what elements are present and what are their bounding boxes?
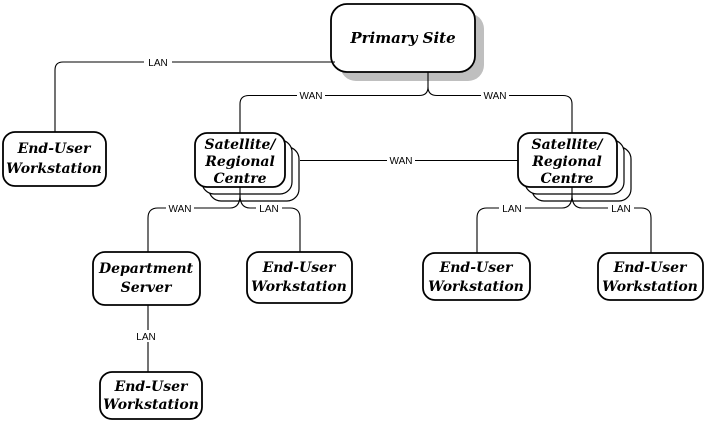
node-workstation-bottom: End-User Workstation	[99, 371, 203, 420]
primary-site-box	[330, 3, 476, 73]
label-bg	[256, 202, 282, 214]
department-server-label-line1: Department	[98, 261, 194, 277]
workstation-mid-left-label-line1: End-User	[262, 260, 337, 276]
link-labels: LAN WAN WAN WAN WAN LAN LAN LAN LAN	[133, 56, 634, 343]
label-bg	[499, 202, 525, 214]
satellite-right-label-line3: Centre	[541, 171, 594, 187]
node-workstation-far-right: End-User Workstation	[597, 252, 704, 301]
workstation-far-right-label-line2: Workstation	[602, 279, 698, 295]
workstation-bottom-label-line2: Workstation	[103, 397, 199, 413]
workstation-mid-right-label-line2: Workstation	[428, 279, 524, 295]
link-label-wan-primary-left: WAN	[300, 91, 323, 102]
label-bg	[297, 90, 325, 102]
node-workstation-top-left: End-User Workstation	[2, 131, 107, 187]
node-primary-site: Primary Site	[330, 3, 484, 81]
link-primary-to-satellite-right	[427, 86, 573, 133]
satellite-right-label-line1: Satellite/	[532, 137, 605, 153]
satellite-right-label-line2: Regional	[531, 154, 602, 170]
link-satellite-right-to-workstation-far-right	[571, 194, 652, 253]
link-primary-to-workstation-top-left	[54, 61, 335, 132]
node-workstation-mid-right: End-User Workstation	[422, 252, 531, 301]
department-server-label-line2: Server	[121, 280, 173, 296]
link-label-wan-mid: WAN	[390, 156, 413, 167]
workstation-bottom-label-line1: End-User	[114, 379, 189, 395]
label-bg	[166, 202, 194, 214]
node-satellite-right: Satellite/ Regional Centre	[517, 132, 632, 202]
workstation-far-right-label-line1: End-User	[613, 260, 688, 276]
node-workstation-mid-left: End-User Workstation	[246, 251, 353, 304]
link-label-wan-dept: WAN	[169, 204, 192, 215]
link-label-wan-primary-right: WAN	[484, 91, 507, 102]
workstation-bottom-box	[99, 371, 203, 420]
workstation-top-left-label-line1: End-User	[17, 141, 92, 157]
link-label-lan-mid-left: LAN	[259, 204, 278, 215]
link-label-lan-right-2: LAN	[611, 204, 630, 215]
label-bg	[481, 90, 509, 102]
link-label-lan-top-left: LAN	[148, 58, 167, 69]
link-satellite-left-to-workstation-mid-left	[239, 194, 301, 252]
label-bg	[387, 155, 415, 167]
label-bg	[608, 202, 634, 214]
node-satellite-left: Satellite/ Regional Centre	[194, 132, 300, 202]
primary-site-label: Primary Site	[349, 29, 455, 47]
connectors	[54, 61, 652, 372]
workstation-mid-left-label-line2: Workstation	[251, 279, 347, 295]
node-department-server: Department Server	[92, 251, 201, 306]
department-server-box	[92, 251, 201, 306]
workstation-top-left-label-line2: Workstation	[6, 161, 102, 177]
link-label-lan-bottom: LAN	[136, 332, 155, 343]
link-label-lan-right-1: LAN	[502, 204, 521, 215]
label-bg	[133, 330, 160, 342]
satellite-left-label-line3: Centre	[214, 171, 267, 187]
workstation-mid-right-label-line1: End-User	[439, 260, 514, 276]
link-primary-to-satellite-left	[239, 72, 429, 133]
satellite-left-label-line1: Satellite/	[205, 137, 278, 153]
label-bg	[144, 56, 172, 68]
satellite-left-label-line2: Regional	[204, 154, 275, 170]
